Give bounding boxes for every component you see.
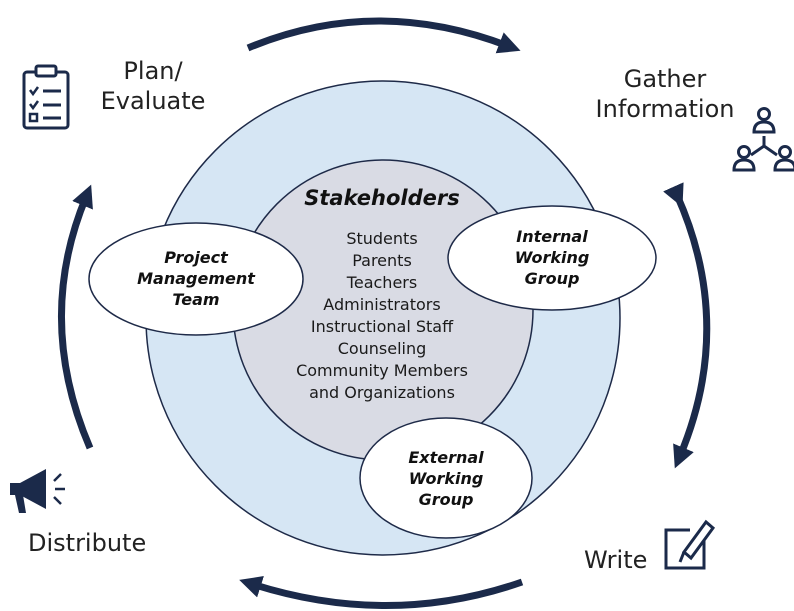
stakeholder-item: and Organizations [309, 383, 455, 402]
arrow-distribute-to-plan [57, 184, 94, 450]
oval-line: Internal [516, 227, 588, 246]
project-management-team-label: Project Management Team [116, 247, 276, 310]
stakeholder-item: Administrators [323, 295, 441, 314]
org-chart-people-icon [732, 107, 794, 172]
gather-information-line: Information [595, 95, 735, 123]
clipboard-checklist-icon [22, 64, 70, 130]
plan-evaluate-label: Plan/ Evaluate [88, 56, 218, 116]
stakeholders-list: Students Parents Teachers Administrators… [262, 228, 502, 404]
oval-line: Group [418, 490, 474, 509]
oval-line: Team [172, 290, 220, 309]
oval-line: Working [514, 248, 590, 267]
write-label: Write [584, 546, 648, 574]
edit-document-icon [664, 519, 716, 570]
oval-line: Working [408, 469, 484, 488]
stakeholder-item: Parents [352, 251, 412, 270]
stakeholder-item: Counseling [337, 339, 427, 358]
stakeholders-title: Stakeholders [304, 186, 460, 210]
oval-line: Group [524, 269, 580, 288]
external-working-group-label: External Working Group [380, 447, 512, 510]
gather-information-line: Gather [623, 65, 707, 93]
internal-working-group-label: Internal Working Group [480, 226, 624, 289]
stakeholder-item: Community Members [296, 361, 468, 380]
external-working-group-oval [359, 417, 533, 539]
megaphone-icon [10, 469, 65, 513]
stakeholder-item: Instructional Staff [310, 317, 454, 336]
gather-information-label: Gather Information [582, 64, 748, 124]
arrow-write-to-distribute [239, 576, 524, 609]
oval-line: Project [164, 248, 228, 267]
stakeholder-item: Teachers [346, 273, 418, 292]
plan-evaluate-line: Evaluate [100, 87, 206, 115]
internal-working-group-oval [447, 205, 657, 311]
project-management-team-oval [88, 222, 304, 336]
arrow-to-gather-information [246, 17, 521, 54]
stakeholder-item: Students [346, 229, 418, 248]
oval-line: Management [137, 269, 255, 288]
oval-line: External [408, 448, 484, 467]
arrow-gather-to-write [663, 182, 711, 469]
plan-evaluate-line: Plan/ [123, 57, 183, 85]
distribute-label: Distribute [28, 529, 147, 557]
